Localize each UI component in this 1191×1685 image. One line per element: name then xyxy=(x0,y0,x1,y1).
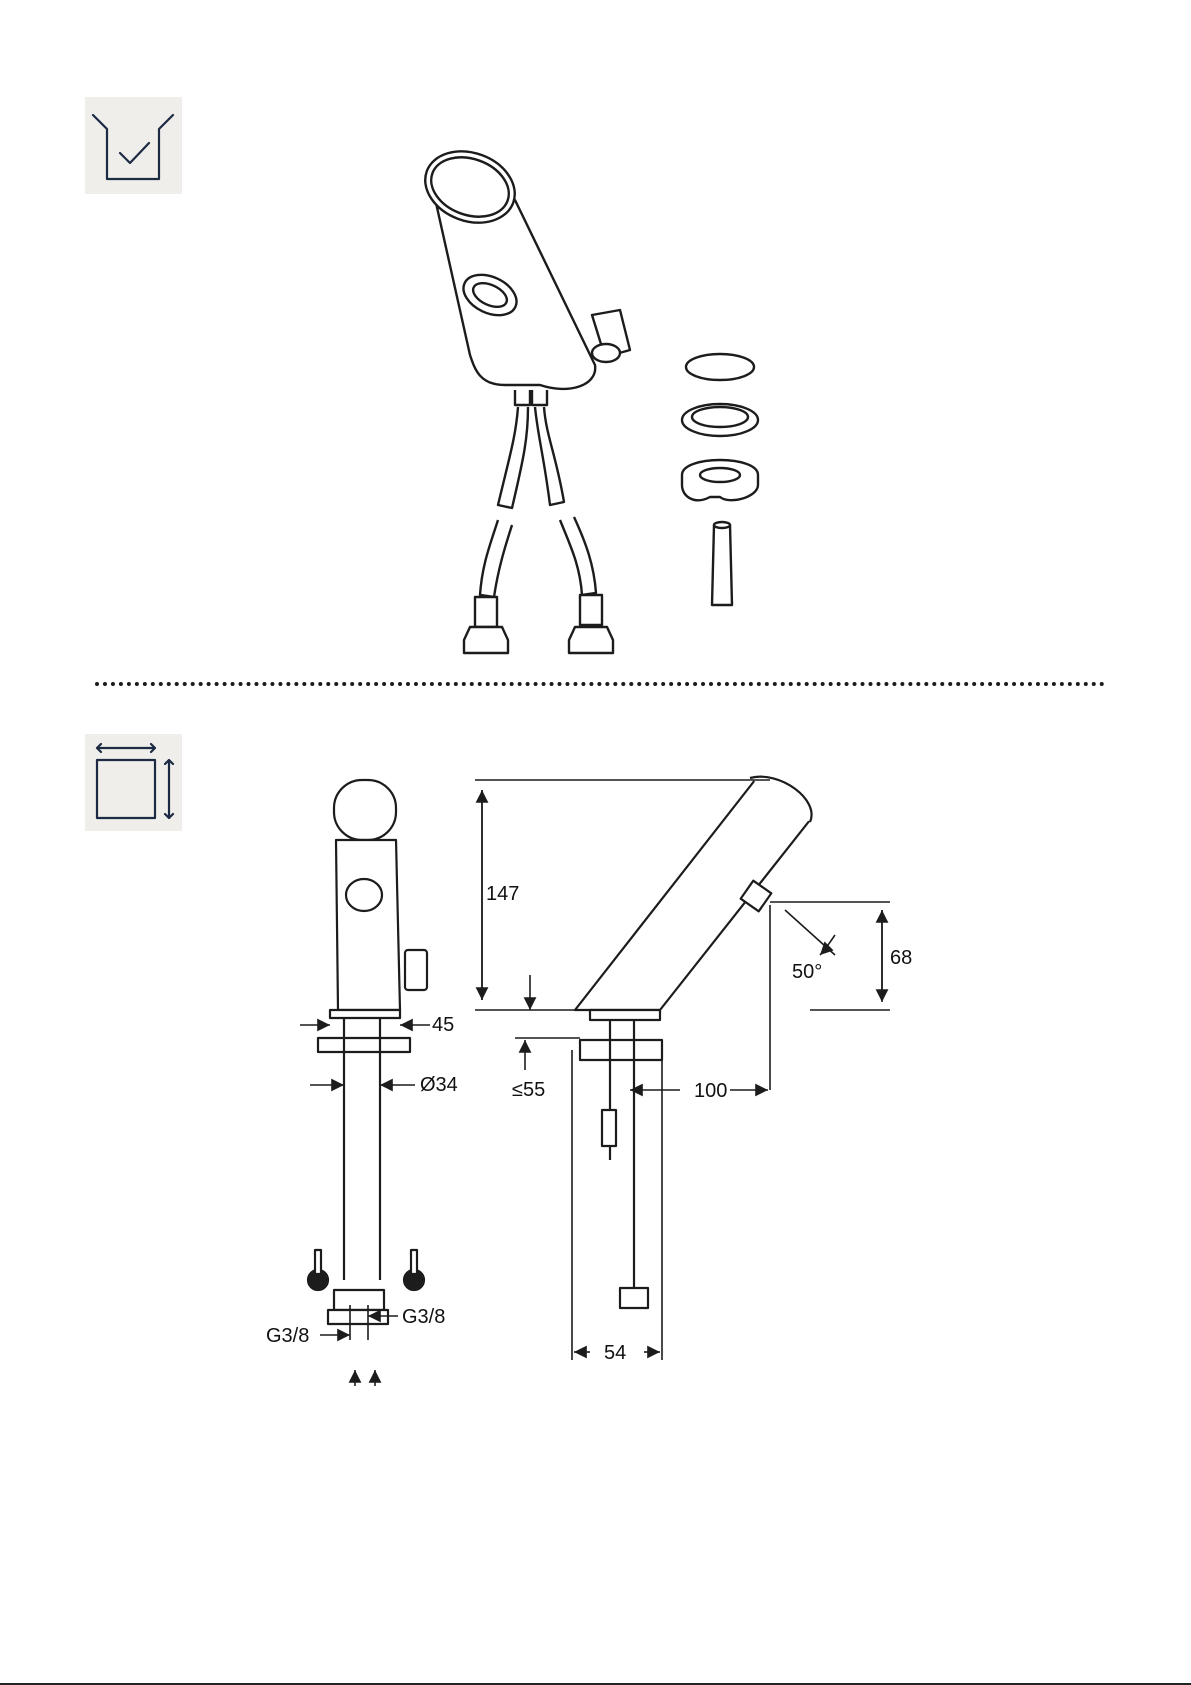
dimensions-square-icon xyxy=(85,734,182,831)
dim-max-thickness: ≤55 xyxy=(512,1079,545,1101)
dim-base-width: 45 xyxy=(432,1014,454,1036)
dim-hole-diameter: Ø34 xyxy=(420,1074,458,1096)
dim-connection-left: G3/8 xyxy=(266,1325,309,1347)
exploded-view-drawing xyxy=(420,145,780,665)
dim-spout-height: 68 xyxy=(890,947,912,969)
dim-reach: 100 xyxy=(694,1080,727,1102)
dimension-drawing: 45 Ø34 G3/8 G3/8 147 68 50° ≤55 100 54 xyxy=(250,760,930,1400)
dim-depth: 54 xyxy=(604,1342,626,1364)
scope-of-delivery-icon xyxy=(85,97,182,194)
checkbox-scope-icon xyxy=(85,97,182,194)
dimensions-section-icon xyxy=(85,734,182,831)
dim-angle: 50° xyxy=(792,961,822,983)
section-divider xyxy=(95,682,1105,686)
dim-total-height: 147 xyxy=(486,883,519,905)
dim-connection-right: G3/8 xyxy=(402,1306,445,1328)
